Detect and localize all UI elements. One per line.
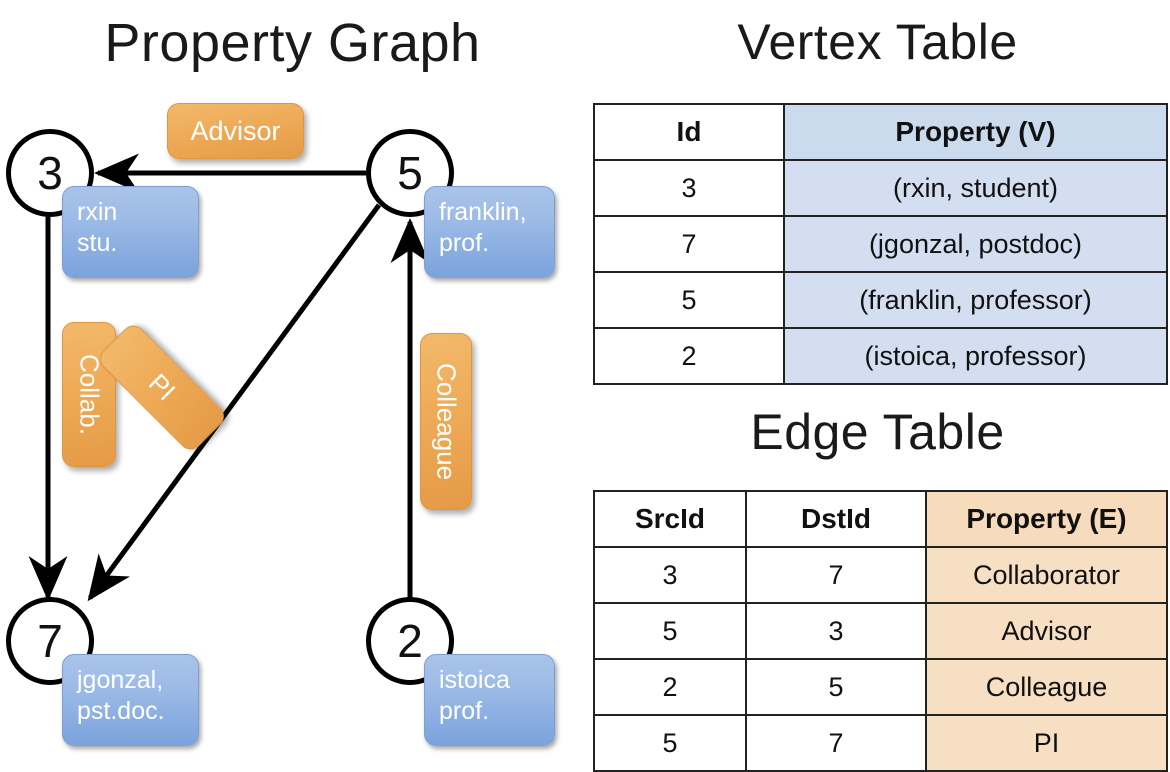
- edge-table-header-property: Property (E): [925, 490, 1168, 548]
- edge-label-box-collab: Collab.: [62, 322, 116, 467]
- table-row: 5 7 PI: [593, 714, 1168, 772]
- vertex-table-header-row: Id Property (V): [593, 103, 1168, 161]
- edge-cell-property: PI: [925, 714, 1168, 772]
- edge-cell-srcid: 5: [593, 714, 747, 772]
- edge-cell-dstid: 7: [745, 714, 927, 772]
- section-title-edge-table: Edge Table: [750, 404, 1005, 460]
- vertex-cell-property: (rxin, student): [783, 159, 1168, 217]
- edge-5-to-7-pi: [87, 203, 382, 602]
- vertex-cell-property: (franklin, professor): [783, 271, 1168, 329]
- graph-edges-layer: [28, 153, 430, 602]
- table-row: 3 (rxin, student): [593, 159, 1168, 217]
- edge-cell-property: Collaborator: [925, 546, 1168, 604]
- edge-table: SrcId DstId Property (E) 3 7 Collaborato…: [593, 490, 1168, 772]
- graph-node-5[interactable]: 5: [366, 129, 454, 217]
- graph-node-5-label: 5: [397, 147, 423, 199]
- edge-cell-property: Advisor: [925, 602, 1168, 660]
- edge-cell-dstid: 7: [745, 546, 927, 604]
- graph-node-7-label: 7: [37, 615, 63, 667]
- edge-cell-srcid: 3: [593, 546, 747, 604]
- vertex-cell-id: 5: [593, 271, 785, 329]
- vertex-table-header-property: Property (V): [783, 103, 1168, 161]
- edge-cell-property: Colleague: [925, 658, 1168, 716]
- edge-label-text-pi: PI: [143, 367, 182, 407]
- page-title-property-graph: Property Graph: [104, 13, 481, 73]
- vertex-table: Id Property (V) 3 (rxin, student) 7 (jgo…: [593, 103, 1168, 385]
- node-property-box-franklin: franklin, prof.: [424, 186, 555, 278]
- edge-table-header-row: SrcId DstId Property (E): [593, 490, 1168, 548]
- vertex-cell-id: 2: [593, 327, 785, 385]
- node-property-box-jgonzal: jgonzal, pst.doc.: [62, 654, 199, 746]
- property-graph-diagram: 3 5 7 2 rxin stu. franklin, prof. jgonza…: [0, 0, 585, 760]
- edge-label-box-advisor: Advisor: [167, 103, 304, 159]
- table-row: 2 (istoica, professor): [593, 327, 1168, 385]
- vertex-cell-id: 3: [593, 159, 785, 217]
- edge-cell-dstid: 5: [745, 658, 927, 716]
- edge-cell-dstid: 3: [745, 602, 927, 660]
- vertex-table-header-id: Id: [593, 103, 785, 161]
- table-row: 5 3 Advisor: [593, 602, 1168, 660]
- edge-cell-srcid: 5: [593, 602, 747, 660]
- graph-node-3-label: 3: [37, 147, 63, 199]
- table-row: 5 (franklin, professor): [593, 271, 1168, 329]
- node-property-box-rxin: rxin stu.: [62, 186, 199, 278]
- vertex-cell-id: 7: [593, 215, 785, 273]
- edge-label-text-advisor: Advisor: [190, 115, 281, 146]
- edge-label-box-colleague: Colleague: [420, 333, 472, 510]
- edge-table-header-dstid: DstId: [745, 490, 927, 548]
- edge-label-text-collab: Collab.: [74, 354, 105, 435]
- edge-label-text-colleague: Colleague: [431, 362, 462, 481]
- vertex-cell-property: (jgonzal, postdoc): [783, 215, 1168, 273]
- node-property-box-istoica: istoica prof.: [424, 654, 555, 746]
- edge-table-header-srcid: SrcId: [593, 490, 747, 548]
- section-title-vertex-table: Vertex Table: [737, 14, 1018, 70]
- table-row: 2 5 Colleague: [593, 658, 1168, 716]
- edge-cell-srcid: 2: [593, 658, 747, 716]
- graph-node-2-label: 2: [397, 615, 423, 667]
- table-row: 7 (jgonzal, postdoc): [593, 215, 1168, 273]
- vertex-cell-property: (istoica, professor): [783, 327, 1168, 385]
- graph-node-2[interactable]: 2: [366, 597, 454, 685]
- table-row: 3 7 Collaborator: [593, 546, 1168, 604]
